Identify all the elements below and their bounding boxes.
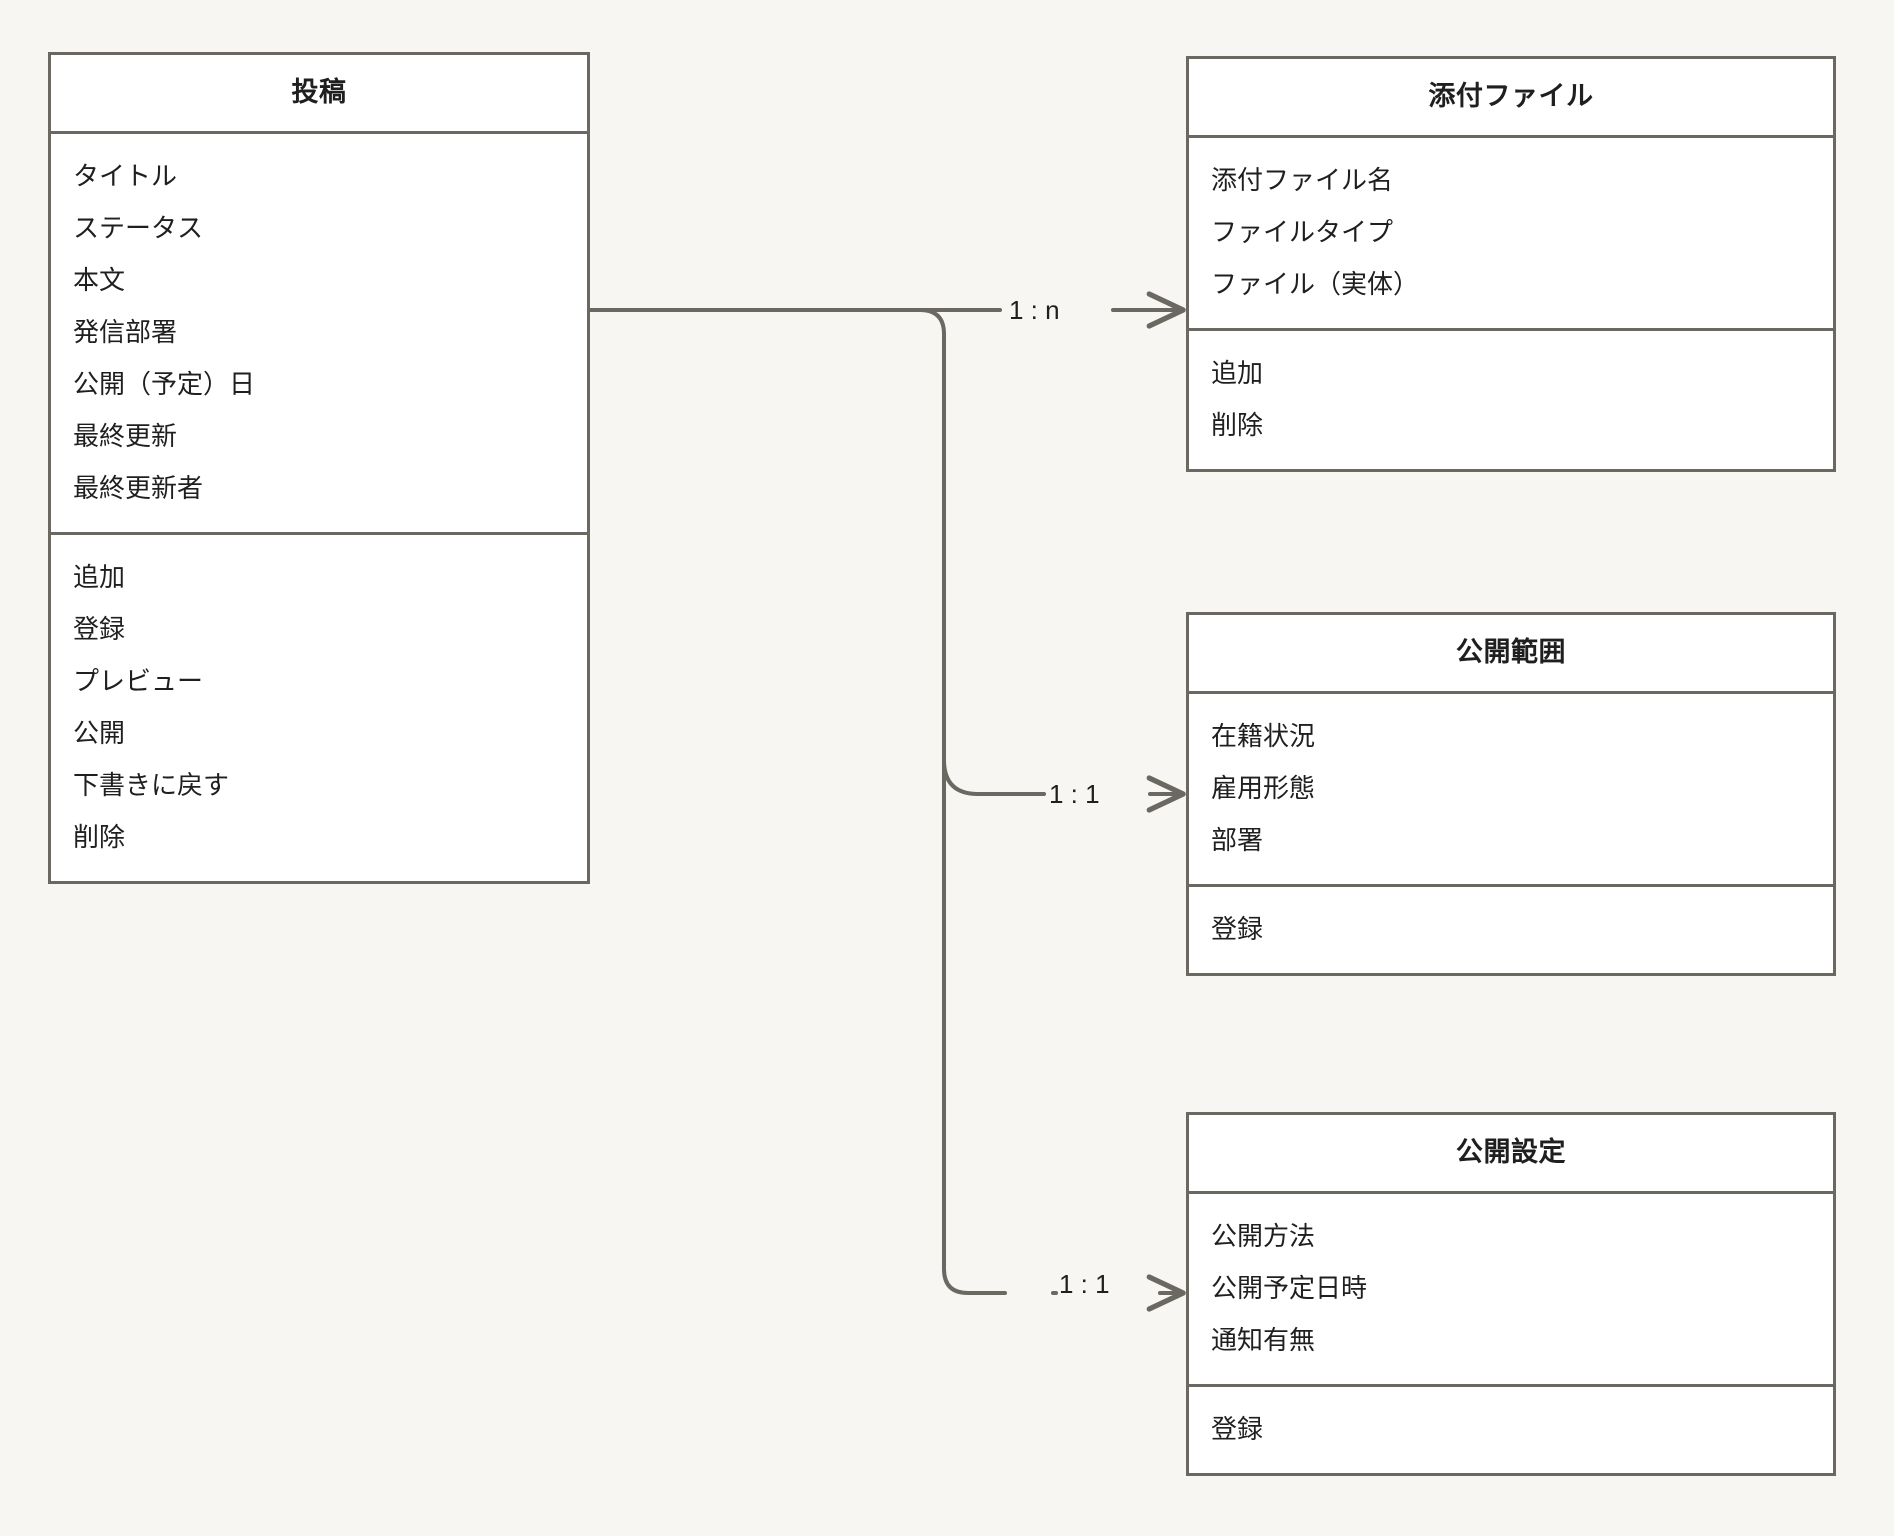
attribute-row: ステータス (73, 213, 204, 243)
class-box-publish[interactable]: 公開設定 公開方法 公開予定日時 通知有無 登録 (1186, 1112, 1836, 1476)
attribute-row: 部署 (1211, 825, 1264, 855)
class-attributes-post: タイトル ステータス 本文 発信部署 公開（予定）日 最終更新 最終更新者 (51, 134, 587, 532)
operation-row: 登録 (1211, 1414, 1264, 1444)
connector-scope-branch (942, 758, 1046, 796)
class-operations-publish: 登録 (1189, 1384, 1833, 1473)
operation-row: プレビュー (73, 666, 204, 696)
class-box-scope[interactable]: 公開範囲 在籍状況 雇用形態 部署 登録 (1186, 612, 1836, 976)
attribute-row: 最終更新 (73, 421, 178, 451)
class-attributes-attachment: 添付ファイル名 ファイルタイプ ファイル（実体） (1189, 138, 1833, 328)
attribute-row: 発信部署 (73, 317, 178, 347)
operation-row: 登録 (1211, 914, 1264, 944)
operation-row: 追加 (73, 562, 126, 592)
operation-row: 削除 (73, 822, 126, 852)
relationship-label-post-publish: 1 : 1 (1059, 1269, 1110, 1299)
attribute-row: ファイル（実体） (1211, 269, 1420, 299)
attribute-row: 在籍状況 (1211, 721, 1316, 751)
connector-trunk (588, 308, 1007, 1295)
attribute-row: 雇用形態 (1211, 773, 1316, 803)
class-operations-scope: 登録 (1189, 884, 1833, 973)
attribute-row: 公開（予定）日 (73, 369, 256, 399)
attribute-row: ファイルタイプ (1211, 217, 1394, 247)
attribute-row: 本文 (73, 265, 126, 295)
relationship-label-post-scope: 1 : 1 (1049, 779, 1100, 809)
class-title-post: 投稿 (51, 55, 587, 134)
class-operations-post: 追加 登録 プレビュー 公開 下書きに戻す 削除 (51, 532, 587, 881)
attribute-row: 最終更新者 (73, 473, 204, 503)
attribute-row: 添付ファイル名 (1211, 165, 1394, 195)
operation-row: 登録 (73, 614, 126, 644)
class-attributes-scope: 在籍状況 雇用形態 部署 (1189, 694, 1833, 884)
operation-row: 削除 (1211, 410, 1264, 440)
class-box-post[interactable]: 投稿 タイトル ステータス 本文 発信部署 公開（予定）日 最終更新 最終更新者… (48, 52, 590, 884)
class-operations-attachment: 追加 削除 (1189, 328, 1833, 469)
relationship-label-post-attachment: 1 : n (1009, 295, 1060, 325)
attribute-row: 公開予定日時 (1211, 1273, 1368, 1303)
class-attributes-publish: 公開方法 公開予定日時 通知有無 (1189, 1194, 1833, 1384)
class-title-attachment: 添付ファイル (1189, 59, 1833, 138)
attribute-row: 通知有無 (1211, 1325, 1316, 1355)
operation-row: 下書きに戻す (73, 770, 230, 800)
attribute-row: タイトル (73, 161, 178, 191)
class-box-attachment[interactable]: 添付ファイル 添付ファイル名 ファイルタイプ ファイル（実体） 追加 削除 (1186, 56, 1836, 472)
operation-row: 公開 (73, 718, 126, 748)
operation-row: 追加 (1211, 358, 1264, 388)
attribute-row: 公開方法 (1211, 1221, 1316, 1251)
class-title-scope: 公開範囲 (1189, 615, 1833, 694)
class-title-publish: 公開設定 (1189, 1115, 1833, 1194)
